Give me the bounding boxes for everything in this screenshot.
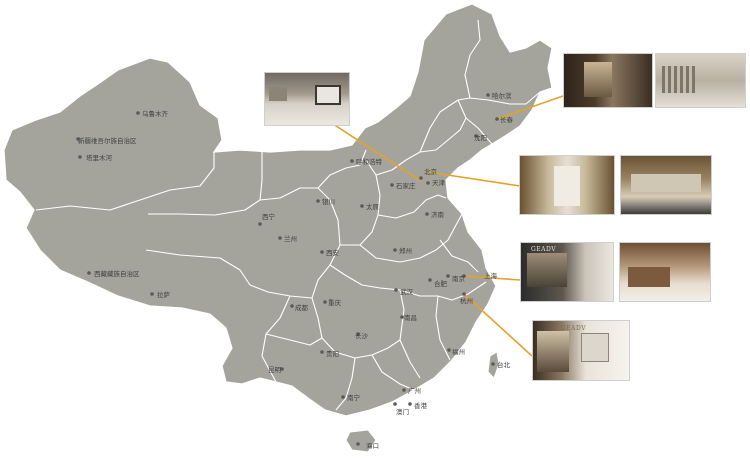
city-label-shijiazhuang: 石家庄	[396, 181, 416, 190]
leader-line-changchun	[496, 95, 564, 120]
province-borders	[35, 19, 541, 411]
city-label-taiyuan: 太原	[366, 202, 380, 211]
city-label-shenyang: 沈阳	[474, 133, 487, 142]
city-label-hangzhou: 杭州	[460, 296, 473, 305]
city-label-beijing: 北京	[424, 167, 438, 176]
city-label-yinchuan: 银川	[322, 197, 335, 206]
city-label-nanning: 南宁	[347, 393, 361, 402]
city-label-nanjing: 南京	[452, 274, 466, 283]
photo-changchun-store-front	[563, 53, 653, 108]
city-label-nanchang: 南昌	[404, 313, 417, 322]
city-label-hongkong: 香港	[414, 401, 428, 410]
city-label-lanzhou: 兰州	[284, 234, 297, 243]
city-label-haikou: 海口	[366, 441, 379, 450]
city-label-tianjin: 天津	[432, 179, 446, 187]
leader-line-hangzhou	[463, 293, 533, 357]
city-label-hefei: 合肥	[434, 279, 448, 288]
city-label-shanghai: 上海	[484, 271, 498, 280]
leader-line-beijing	[332, 123, 422, 182]
city-label-macau: 澳门	[396, 407, 409, 416]
photo-tianjin-corridor	[519, 155, 615, 215]
city-label-kunming: 昆明	[268, 366, 282, 374]
store-sign-hangzhou: GEADV	[561, 325, 587, 332]
city-label-harbin: 哈尔滨	[492, 91, 512, 100]
city-label-guiyang: 贵阳	[326, 349, 339, 358]
city-label-hohhot: 呼和浩特	[356, 157, 383, 166]
hainan-island	[345, 429, 377, 453]
leader-lines	[332, 95, 564, 357]
city-label-chongqing: 重庆	[328, 298, 342, 307]
photo-changchun-store-interior	[655, 53, 746, 108]
photo-hangzhou-storefront: GEADV	[532, 320, 630, 381]
leader-line-shanghai	[463, 275, 521, 281]
city-label-fuzhou: 福州	[452, 347, 465, 356]
city-dots	[76, 93, 499, 446]
city-label-changsha: 长沙	[355, 331, 369, 340]
photo-shanghai-storefront: GEADV	[520, 242, 614, 302]
store-sign-shanghai: GEADV	[531, 246, 557, 253]
city-label-bingtuan: 新疆维吾尔族自治区	[78, 136, 137, 145]
city-label-changchun: 长春	[500, 115, 514, 124]
city-label-zhengzhou: 郑州	[399, 247, 412, 255]
city-label-tibet: 西藏藏族自治区	[94, 269, 140, 278]
city-label-tacheng: 塔里木河	[86, 153, 113, 162]
photo-tianjin-interior	[620, 155, 712, 215]
city-label-taipei: 台北	[497, 360, 511, 369]
city-label-lhasa: 拉萨	[157, 290, 171, 299]
city-label-guangzhou: 广州	[408, 386, 421, 395]
city-label-xining: 西宁	[262, 212, 276, 221]
city-label-chengdu: 成都	[295, 303, 309, 312]
photo-beijing-mall	[264, 72, 350, 126]
city-label-jinan: 济南	[431, 210, 445, 219]
city-label-xian: 西安	[326, 248, 340, 257]
china-mainland	[3, 3, 553, 417]
leader-line-tianjin	[427, 171, 521, 187]
city-label-wuhan: 武汉	[400, 287, 414, 296]
photo-shanghai-interior	[619, 242, 711, 302]
city-label-urumqi: 乌鲁木齐	[142, 109, 169, 118]
